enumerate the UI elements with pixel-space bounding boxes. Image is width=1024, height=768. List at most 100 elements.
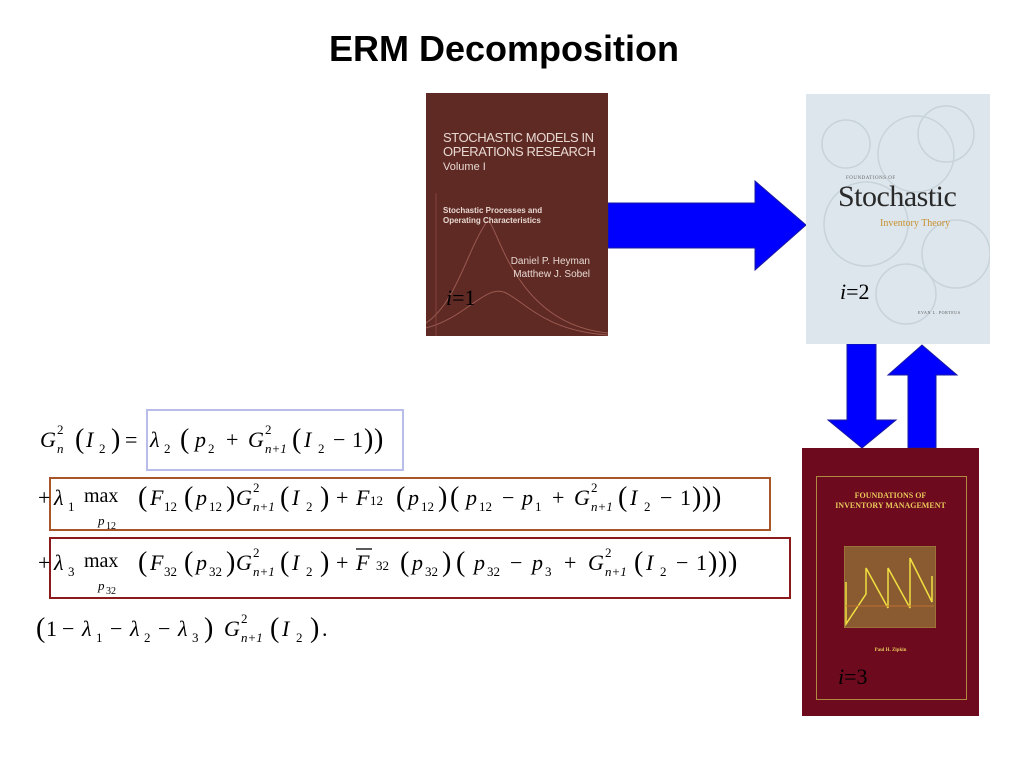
svg-text:λ: λ <box>177 616 188 641</box>
book2-author: EVAN L. PORTEUS <box>918 310 961 315</box>
book3-title: FOUNDATIONS OF INVENTORY MANAGEMENT <box>835 491 946 510</box>
svg-text:n+1: n+1 <box>241 630 263 645</box>
svg-text:): ) <box>692 482 701 513</box>
svg-text:λ: λ <box>81 616 92 641</box>
svg-text:(: ( <box>618 482 627 513</box>
svg-text:p: p <box>464 485 477 510</box>
svg-text:): ) <box>438 482 447 513</box>
svg-text:F: F <box>149 485 164 510</box>
svg-text:1: 1 <box>352 427 363 452</box>
svg-text:+: + <box>38 550 50 575</box>
svg-text:2: 2 <box>208 441 215 456</box>
term-box-blue <box>146 409 404 471</box>
svg-text:+: + <box>336 550 348 575</box>
svg-text:n+1: n+1 <box>605 564 627 579</box>
index-label-1: i=1 <box>446 285 476 310</box>
svg-text:λ: λ <box>53 550 64 575</box>
svg-text:F: F <box>355 550 370 575</box>
term-box-red <box>49 537 791 599</box>
svg-text:I: I <box>629 485 639 510</box>
down-arrow <box>826 343 898 449</box>
svg-text:2: 2 <box>644 499 651 514</box>
svg-text:): ) <box>226 547 235 578</box>
svg-text:32: 32 <box>376 558 389 573</box>
svg-text:p: p <box>194 485 207 510</box>
formula-line-3: + λ 3 max p 32 ( F 32 ( p 32 ) G 2 n+1 (… <box>38 545 737 597</box>
circles-decoration <box>821 105 990 325</box>
svg-text:(: ( <box>292 424 301 455</box>
book2-title: Stochastic <box>838 180 957 213</box>
svg-text:2: 2 <box>318 441 325 456</box>
book1-subtitle: Stochastic Processes and Operating Chara… <box>443 206 543 225</box>
svg-text:+: + <box>336 485 348 510</box>
svg-text:): ) <box>310 613 319 644</box>
svg-text:n+1: n+1 <box>591 499 613 514</box>
svg-text:3: 3 <box>68 564 75 579</box>
svg-text:1: 1 <box>46 616 57 641</box>
svg-text:.: . <box>322 616 328 641</box>
svg-text:32: 32 <box>487 564 500 579</box>
svg-text:2: 2 <box>253 480 260 495</box>
svg-text:(: ( <box>180 424 189 455</box>
svg-text:+: + <box>226 427 238 452</box>
svg-text:3: 3 <box>545 564 552 579</box>
book2-series: FOUNDATIONS OF <box>846 176 896 181</box>
svg-text:): ) <box>712 482 721 513</box>
svg-text:2: 2 <box>591 480 598 495</box>
svg-text:): ) <box>320 547 329 578</box>
svg-text:(: ( <box>634 547 643 578</box>
svg-text:p: p <box>406 485 419 510</box>
svg-text:max: max <box>84 485 118 507</box>
svg-text:G: G <box>40 427 56 452</box>
svg-text:1: 1 <box>68 499 75 514</box>
svg-text:1: 1 <box>696 550 707 575</box>
right-arrow <box>607 179 807 272</box>
svg-text:G: G <box>588 550 604 575</box>
svg-text:(: ( <box>450 482 459 513</box>
sawtooth-chart-decoration <box>844 546 936 628</box>
book3-author: Paul H. Zipkin <box>874 648 907 653</box>
book1-volume: Volume I <box>443 161 486 173</box>
svg-text:32: 32 <box>425 564 438 579</box>
svg-text:12: 12 <box>106 521 116 532</box>
svg-text:): ) <box>226 482 235 513</box>
svg-text:2: 2 <box>253 545 260 560</box>
svg-text:(: ( <box>400 547 409 578</box>
formula-line-2: + λ 1 max p 12 ( F 12 ( p 12 ) G 2 n+1 (… <box>38 480 721 532</box>
svg-text:): ) <box>364 424 373 455</box>
svg-text:I: I <box>291 485 301 510</box>
svg-text:(: ( <box>184 547 193 578</box>
svg-text:I: I <box>291 550 301 575</box>
svg-text:F: F <box>355 485 370 510</box>
svg-text:(: ( <box>270 613 279 644</box>
svg-text:(: ( <box>280 547 289 578</box>
svg-text:G: G <box>224 616 240 641</box>
svg-text:n: n <box>57 441 64 456</box>
svg-text:I: I <box>303 427 313 452</box>
svg-text:2: 2 <box>306 564 313 579</box>
svg-text:n+1: n+1 <box>253 564 275 579</box>
svg-text:2: 2 <box>306 499 313 514</box>
term-box-brown <box>49 477 771 531</box>
formula-line-4: ( 1 − λ 1 − λ 2 − λ 3 ) G 2 n+1 ( I 2 ) … <box>36 611 328 645</box>
up-arrow <box>886 344 959 449</box>
svg-text:32: 32 <box>209 564 222 579</box>
svg-text:−: − <box>333 427 345 452</box>
svg-text:3: 3 <box>192 630 199 645</box>
svg-text:G: G <box>236 550 252 575</box>
svg-text:G: G <box>248 427 264 452</box>
svg-text:(: ( <box>280 482 289 513</box>
svg-text:(: ( <box>138 547 147 578</box>
svg-text:I: I <box>645 550 655 575</box>
svg-text:2: 2 <box>164 441 171 456</box>
svg-text:12: 12 <box>164 499 177 514</box>
svg-text:(: ( <box>138 482 147 513</box>
svg-text:): ) <box>708 547 717 578</box>
svg-text:−: − <box>502 485 514 510</box>
book-cover-zipkin: FOUNDATIONS OF INVENTORY MANAGEMENT Paul… <box>802 448 979 716</box>
svg-text:): ) <box>728 547 737 578</box>
svg-text:12: 12 <box>209 499 222 514</box>
svg-text:): ) <box>702 482 711 513</box>
slide-title: ERM Decomposition <box>328 28 679 69</box>
